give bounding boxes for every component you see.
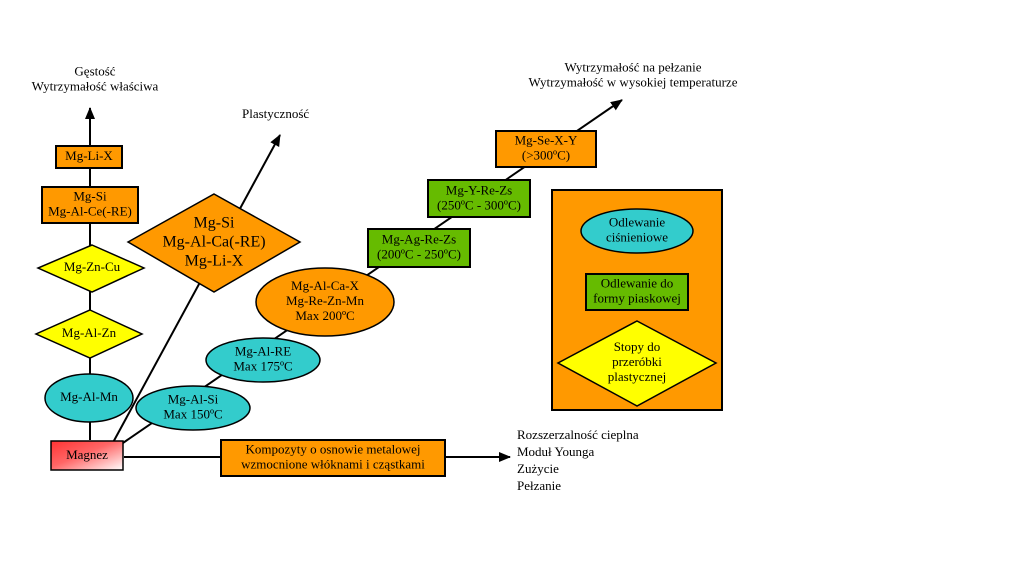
mg-al-ca-x-label-line: Mg-Al-Ca-X: [291, 278, 359, 293]
mg-al-re-label-line: Mg-Al-RE: [235, 343, 291, 358]
mg-ag-re-zs-label-line: (200ºC - 250ºC): [377, 246, 461, 261]
creep-axis-label-line: Wytrzymałość na pełzanie: [564, 59, 701, 74]
plasticity-node-label-line: Mg-Si: [194, 215, 235, 232]
mg-y-re-zs-box: [427, 179, 531, 218]
origin-node: Magnez: [50, 440, 124, 471]
physical-properties-label-line: Rozszerzalność cieplna: [517, 427, 639, 442]
plasticity-diamond: [126, 193, 302, 293]
mg-al-ca-x-label-line: Max 200ºC: [295, 308, 354, 323]
mg-si-box: [41, 186, 139, 224]
composite-label-line: Kompozyty o osnowie metalowej: [245, 441, 420, 456]
vertical-node-mg-al-zn: Mg-Al-Zn: [34, 309, 144, 359]
mg-se-x-y-box: [495, 130, 597, 168]
magnez-label-line: Magnez: [66, 447, 108, 462]
mg-al-si-ellipse: [135, 385, 251, 431]
legend-sand-casting-label-line: Odlewanie do: [601, 275, 674, 290]
mg-se-x-y-label: Mg-Se-X-Y(>300ºC): [515, 132, 578, 162]
physical-properties-label-line: Pełzanie: [517, 478, 561, 493]
creep-node-mg-ag-re-zs: Mg-Ag-Re-Zs(200ºC - 250ºC): [367, 228, 471, 268]
legend-wrought-diamond: [556, 320, 718, 407]
mg-al-zn-diamond: [34, 309, 144, 359]
legend-pressure-casting-label-line: ciśnieniowe: [606, 229, 668, 244]
mg-si-label-line: Mg-Al-Ce(-RE): [48, 203, 132, 218]
legend-wrought-label-line: Stopy do: [614, 339, 661, 354]
vertical-node-mg-al-mn: Mg-Al-Mn: [44, 373, 134, 423]
mg-y-re-zs-label-line: (250ºC - 300ºC): [437, 197, 521, 212]
legend-pressure-casting-label-line: Odlewanie: [609, 214, 666, 229]
plasticity-axis-label: Plastyczność: [242, 106, 309, 121]
mg-al-mn-ellipse: [44, 373, 134, 423]
mg-al-re-ellipse: [205, 337, 321, 383]
mg-zn-cu-label: Mg-Zn-Cu: [64, 259, 121, 274]
physical-properties-label-line: Zużycie: [517, 461, 559, 476]
density-axis-label-line: Gęstość: [74, 63, 115, 78]
mg-si-label-line: Mg-Si: [73, 188, 107, 203]
mg-zn-cu-diamond: [36, 244, 146, 293]
legend-wrought-label-line: przeróbki: [612, 354, 662, 369]
mg-al-ca-x-ellipse: [255, 267, 395, 337]
mg-ag-re-zs-label: Mg-Ag-Re-Zs(200ºC - 250ºC): [377, 231, 461, 261]
mg-se-x-y-label-line: Mg-Se-X-Y: [515, 132, 578, 147]
mg-li-x-label: Mg-Li-X: [65, 148, 113, 163]
legend-sand-casting-box: [585, 273, 689, 311]
mg-ag-re-zs-box: [367, 228, 471, 268]
physical-properties-label-line: Moduł Younga: [517, 444, 595, 459]
vertical-node-mg-li-x: Mg-Li-X: [55, 145, 123, 169]
legend-pressure-casting-ellipse: [580, 208, 694, 254]
mg-li-x-box: [55, 145, 123, 169]
plasticity-axis-arrow: [109, 134, 281, 449]
creep-node-mg-y-re-zs: Mg-Y-Re-Zs(250ºC - 300ºC): [427, 179, 531, 218]
mg-al-re-label-line: Max 175ºC: [233, 358, 292, 373]
composite-label-line: wzmocnione włóknami i cząstkami: [241, 456, 425, 471]
mg-al-zn-label: Mg-Al-Zn: [62, 325, 117, 340]
legend-sand-casting-label-line: formy piaskowej: [593, 290, 681, 305]
mg-al-si-label-line: Max 150ºC: [163, 406, 222, 421]
creep-axis-label-line: Wytrzymałość w wysokiej temperaturze: [529, 74, 738, 89]
plasticity-node-label-line: Mg-Li-X: [185, 253, 244, 270]
mg-se-x-y-label-line: (>300ºC): [522, 147, 570, 162]
mg-al-ca-x-label-line: Mg-Re-Zn-Mn: [286, 293, 364, 308]
legend-wrought-label-line: plastycznej: [608, 369, 666, 384]
mg-y-re-zs-label-line: Mg-Y-Re-Zs: [446, 182, 512, 197]
magnez-box: [50, 440, 124, 471]
magnez-label: Magnez: [66, 447, 108, 462]
vertical-node-mg-zn-cu: Mg-Zn-Cu: [36, 244, 146, 293]
plasticity-axis-label-line: Plastyczność: [242, 106, 309, 121]
mg-zn-cu-label-line: Mg-Zn-Cu: [64, 259, 121, 274]
creep-node-mg-se-x-y: Mg-Se-X-Y(>300ºC): [495, 130, 597, 168]
density-axis-label-line: Wytrzymałość właściwa: [32, 78, 159, 93]
mg-li-x-label-line: Mg-Li-X: [65, 148, 113, 163]
mg-al-mn-label: Mg-Al-Mn: [60, 389, 118, 404]
composite-box: [220, 439, 446, 477]
mg-ag-re-zs-label-line: Mg-Ag-Re-Zs: [382, 231, 456, 246]
mg-y-re-zs-label: Mg-Y-Re-Zs(250ºC - 300ºC): [437, 182, 521, 212]
mg-al-zn-label-line: Mg-Al-Zn: [62, 325, 117, 340]
mg-al-mn-label-line: Mg-Al-Mn: [60, 389, 118, 404]
mg-al-si-label-line: Mg-Al-Si: [168, 391, 219, 406]
plasticity-node-label-line: Mg-Al-Ca(-RE): [162, 234, 265, 251]
